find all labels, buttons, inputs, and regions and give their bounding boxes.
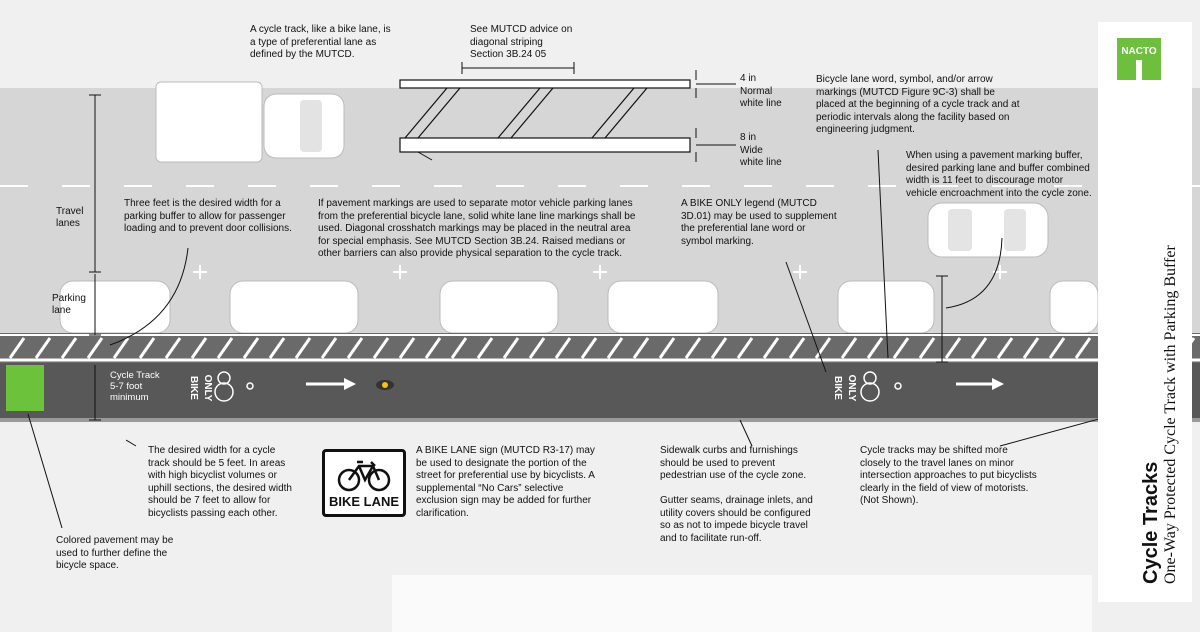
hatch-stripe: [476, 337, 494, 359]
travel-car: [927, 202, 1049, 258]
diagram-title: Cycle Tracks: [1140, 461, 1162, 584]
hatch-stripe: [710, 337, 728, 359]
hatch-stripe: [8, 337, 26, 359]
curb: [0, 418, 1200, 422]
hatch-stripe: [528, 337, 546, 359]
cycle-track: [0, 363, 1200, 418]
crosshatch-detail: [399, 70, 736, 162]
callout-buffer-width: When using a pavement marking buffer, de…: [906, 150, 1092, 199]
callout-shifted-track: Cycle tracks may be shifted more closely…: [860, 445, 1037, 506]
hatch-stripe: [112, 337, 130, 359]
direction-arrow-right: [956, 378, 1004, 390]
hatch-stripe: [1022, 337, 1040, 359]
hatch-stripe: [892, 337, 910, 359]
callout-lane-markings: Bicycle lane word, symbol, and/or arrow …: [816, 74, 1020, 135]
callout-colored-pavement: Colored pavement may be used to further …: [56, 535, 174, 571]
sidewalk-slab: [392, 575, 1092, 632]
hatch-stripe: [944, 337, 962, 359]
callout-diagonal-striping: See MUTCD advice on diagonal striping Se…: [470, 24, 573, 60]
hatch-stripe: [398, 337, 416, 359]
callout-three-feet: Three feet is the desired width for a pa…: [124, 198, 292, 234]
hatch-stripe: [606, 337, 624, 359]
buffer-crosshatch: [8, 337, 1196, 359]
legend-only-left: ONLY: [202, 374, 213, 402]
nacto-logo: NACTO: [1117, 38, 1161, 80]
callout-normal-line: 4 in Normal white line: [740, 73, 782, 109]
hatch-stripe: [294, 337, 312, 359]
dimension-lines: [89, 62, 948, 421]
hatch-stripe: [216, 337, 234, 359]
hatch-stripe: [918, 337, 936, 359]
travel-lanes-label: Travel lanes: [56, 206, 84, 229]
hatch-stripe: [970, 337, 988, 359]
bike-lane-sign: BIKE LANE: [322, 449, 406, 517]
bike-symbol-right: [860, 371, 902, 402]
legend-only-right: ONLY: [846, 374, 857, 402]
hatch-stripe: [684, 337, 702, 359]
hatch-stripe: [372, 337, 390, 359]
hatch-stripe: [736, 337, 754, 359]
parking-lane-label: Parking lane: [52, 293, 86, 316]
top-sidewalk: [0, 0, 1200, 88]
hatch-stripe: [502, 337, 520, 359]
legend-bike-left: BIKE: [188, 376, 199, 400]
callout-gutter: Gutter seams, drainage inlets, and utili…: [660, 495, 813, 544]
callout-bike-lane-sign: A BIKE LANE sign (MUTCD R3-17) may be us…: [416, 445, 595, 519]
hatch-stripe: [190, 337, 208, 359]
hatch-stripe: [424, 337, 442, 359]
parking-stall-marks: [193, 265, 1007, 279]
callout-bike-only: A BIKE ONLY legend (MUTCD 3D.01) may be …: [681, 198, 837, 247]
callout-pavement-markings: If pavement markings are used to separat…: [318, 198, 636, 259]
hatch-stripe: [164, 337, 182, 359]
parked-cars: [59, 280, 1099, 334]
hatch-stripe: [346, 337, 364, 359]
hatch-stripe: [658, 337, 676, 359]
hatch-stripe: [86, 337, 104, 359]
hatch-stripe: [840, 337, 858, 359]
hatch-stripe: [554, 337, 572, 359]
hatch-stripe: [268, 337, 286, 359]
hatch-stripe: [866, 337, 884, 359]
cyclist: [376, 380, 394, 390]
callout-preferential-lane: A cycle track, like a bike lane, is a ty…: [250, 24, 391, 60]
title-panel: [1098, 22, 1192, 602]
bike-symbol-left: [214, 371, 254, 402]
hatch-stripe: [320, 337, 338, 359]
hatch-stripe: [242, 337, 260, 359]
hatch-stripe: [34, 337, 52, 359]
cycle-track-label: Cycle Track 5-7 foot minimum: [110, 370, 160, 403]
diagram-subtitle: One-Way Protected Cycle Track with Parki…: [1162, 245, 1179, 584]
legend-bike-right: BIKE: [832, 376, 843, 400]
bicycle-icon: [337, 460, 391, 492]
callout-desired-width: The desired width for a cycle track shou…: [148, 445, 292, 519]
hatch-stripe: [762, 337, 780, 359]
truck: [155, 81, 345, 163]
hatch-stripe: [788, 337, 806, 359]
hatch-stripe: [450, 337, 468, 359]
hatch-stripe: [60, 337, 78, 359]
hatch-stripe: [138, 337, 156, 359]
hatch-stripe: [814, 337, 832, 359]
bike-lane-sign-text: BIKE LANE: [328, 494, 400, 509]
logo-bar: [1136, 60, 1142, 80]
colored-pavement: [6, 365, 44, 411]
direction-arrow-left: [306, 378, 356, 390]
logo-text: NACTO: [1121, 46, 1157, 57]
callout-sidewalk: Sidewalk curbs and furnishings should be…: [660, 445, 807, 481]
callout-wide-line: 8 in Wide white line: [740, 132, 782, 168]
hatch-stripe: [1048, 337, 1066, 359]
hatch-stripe: [632, 337, 650, 359]
hatch-stripe: [1074, 337, 1092, 359]
hatch-stripe: [580, 337, 598, 359]
hatch-stripe: [996, 337, 1014, 359]
